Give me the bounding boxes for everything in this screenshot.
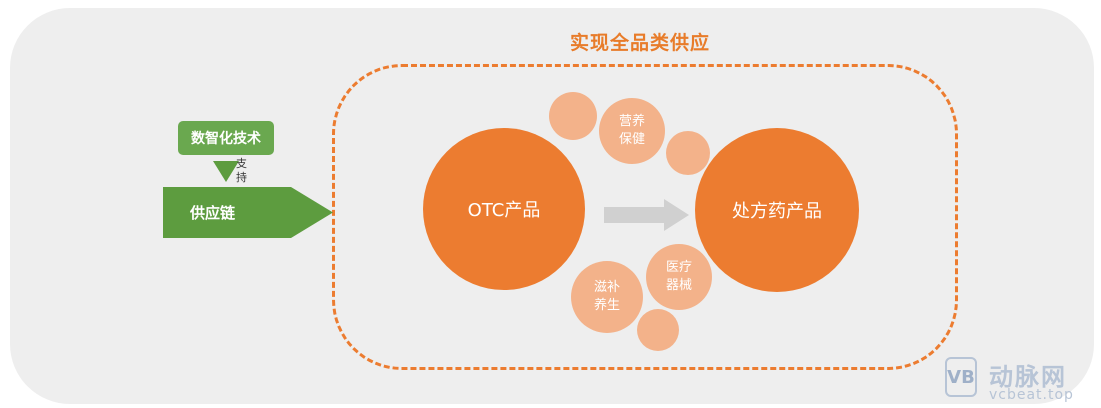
bubble-tonic-label: 滋补 养生 <box>593 280 620 313</box>
bubble-nutrition-label: 营养 保健 <box>618 114 645 147</box>
rx-product-circle: 处方药产品 <box>695 128 859 292</box>
bubble-small <box>549 92 597 140</box>
supply-chain-arrow <box>163 187 333 238</box>
otc-product-circle: OTC产品 <box>423 128 585 290</box>
watermark: VB 动脉网 vcbeat.top <box>945 355 1095 405</box>
tech-box: 数智化技术 <box>178 121 274 155</box>
bubble-nutrition: 营养 保健 <box>599 98 665 164</box>
bubble-tonic: 滋补 养生 <box>571 261 643 333</box>
watermark-logo: VB <box>945 357 977 397</box>
support-label: 支持 <box>236 157 247 184</box>
diagram-title: 实现全品类供应 <box>569 32 710 54</box>
bubble-device: 医疗 器械 <box>646 244 712 310</box>
down-arrow-icon <box>213 161 239 182</box>
watermark-name: 动脉网 <box>989 363 1067 391</box>
rx-product-label: 处方药产品 <box>732 201 822 222</box>
bubble-small <box>666 131 710 175</box>
watermark-url: vcbeat.top <box>989 387 1074 403</box>
bubble-small <box>637 309 679 351</box>
supply-chain-label: 供应链 <box>190 204 236 222</box>
bubble-device-label: 医疗 器械 <box>665 260 692 293</box>
otc-product-label: OTC产品 <box>467 200 541 221</box>
dashed-supply-boundary <box>332 64 958 370</box>
right-arrow-icon <box>604 199 689 231</box>
